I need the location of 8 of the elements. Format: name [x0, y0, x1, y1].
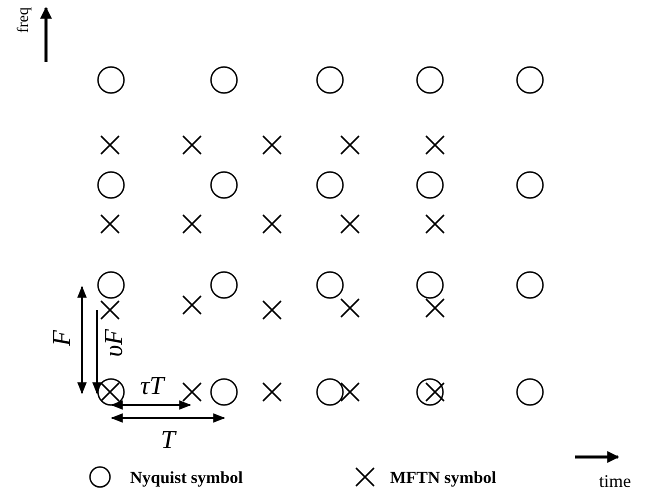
dimension-label: T: [160, 427, 176, 453]
axis-label: freq: [16, 7, 32, 33]
legend-text: Nyquist symbol: [130, 469, 243, 486]
axis-label: time: [599, 472, 631, 490]
dimension-label: τT: [140, 373, 164, 399]
legend-text: MFTN symbol: [390, 469, 496, 486]
dimension-label: F: [49, 330, 75, 346]
dimension-label: υF: [101, 329, 127, 357]
